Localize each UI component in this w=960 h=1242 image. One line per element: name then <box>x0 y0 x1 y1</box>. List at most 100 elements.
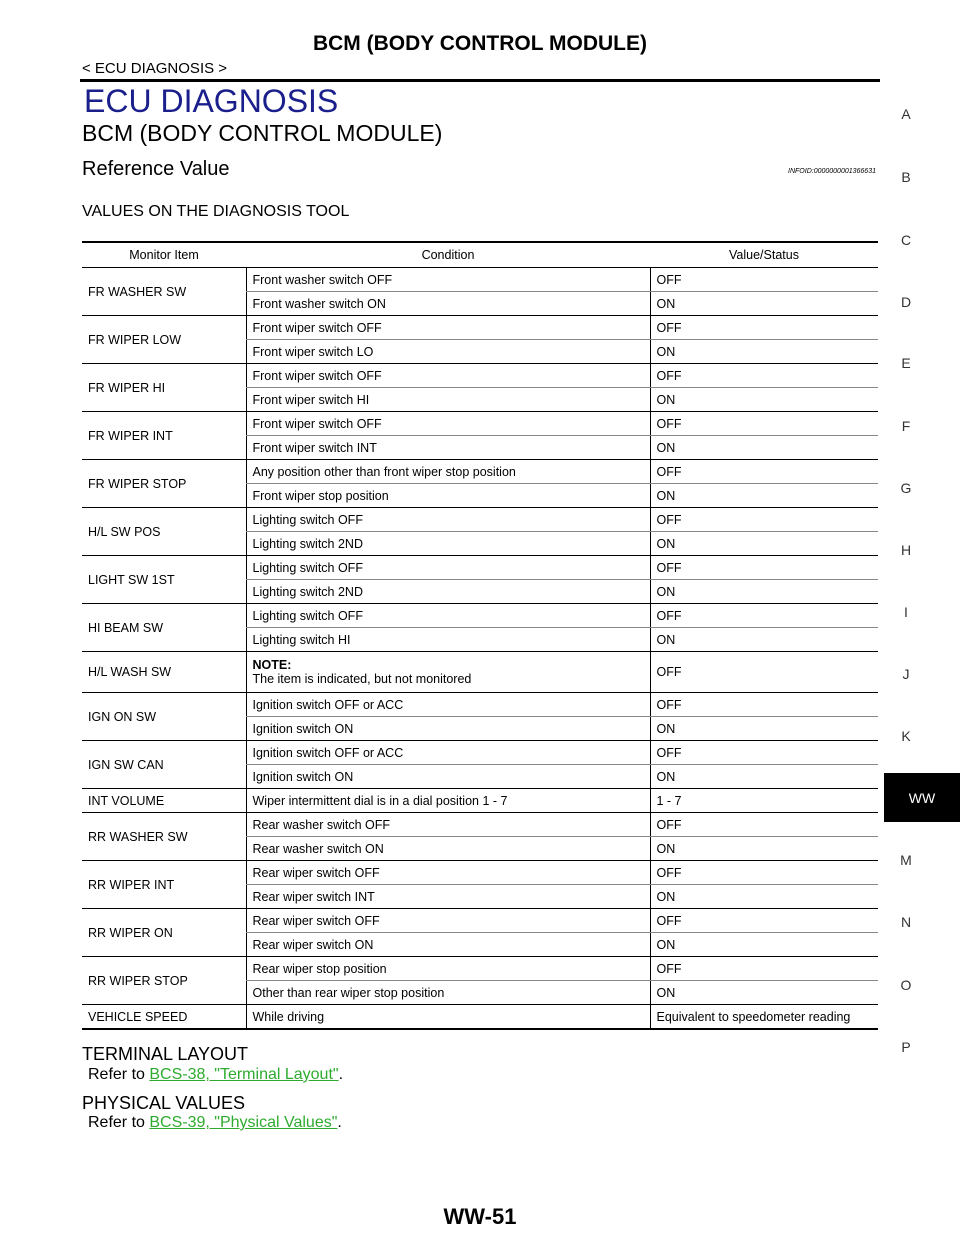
condition: Front wiper switch INT <box>245 435 650 460</box>
value-status: OFF <box>649 411 878 436</box>
side-index-m[interactable]: M <box>900 852 912 868</box>
monitor-item: VEHICLE SPEED <box>82 1004 246 1030</box>
value-status: 1 - 7 <box>649 788 878 813</box>
table-row: Ignition switch ON ON <box>82 716 878 741</box>
page-header-title: BCM (BODY CONTROL MODULE) <box>312 32 648 55</box>
side-index-i[interactable]: I <box>904 604 908 620</box>
terminal-layout-link[interactable]: BCS-38, "Terminal Layout" <box>149 1066 339 1083</box>
table-row: HI BEAM SW Lighting switch OFF OFF <box>82 603 878 652</box>
value-status: ON <box>649 884 878 909</box>
value-status: OFF <box>649 507 878 532</box>
table-row: RR WIPER STOP Rear wiper stop position O… <box>82 956 878 1005</box>
side-index-f[interactable]: F <box>901 418 911 434</box>
table-row: VEHICLE SPEED While driving Equivalent t… <box>82 1004 878 1030</box>
table-row: Front wiper switch INT ON <box>82 435 878 460</box>
sub-title: BCM (BODY CONTROL MODULE) <box>82 120 443 146</box>
side-index-h[interactable]: H <box>900 542 912 558</box>
value-status: OFF <box>649 740 878 765</box>
table-row: Other than rear wiper stop position ON <box>82 980 878 1005</box>
side-index-g[interactable]: G <box>900 480 912 496</box>
value-status: ON <box>649 932 878 957</box>
side-index-o[interactable]: O <box>900 977 912 993</box>
value-status: OFF <box>649 603 878 628</box>
condition: Lighting switch OFF <box>245 507 650 532</box>
monitor-item: IGN SW CAN <box>82 740 246 789</box>
value-status: OFF <box>649 651 878 693</box>
breadcrumb: < ECU DIAGNOSIS > <box>82 60 228 77</box>
section-title: ECU DIAGNOSIS <box>84 83 339 119</box>
condition: Rear wiper stop position <box>245 956 650 981</box>
refer-text: Refer to <box>88 1114 150 1131</box>
table-row: Front wiper switch LO ON <box>82 339 878 364</box>
monitor-item: RR WIPER INT <box>82 860 246 909</box>
value-status: OFF <box>649 363 878 388</box>
condition: Rear washer switch OFF <box>245 812 650 837</box>
value-status: ON <box>649 531 878 556</box>
condition: Lighting switch 2ND <box>245 531 650 556</box>
value-status: ON <box>649 435 878 460</box>
monitor-item: INT VOLUME <box>82 788 246 813</box>
monitor-item: FR WIPER HI <box>82 363 246 412</box>
value-status: OFF <box>649 956 878 981</box>
table-row: Lighting switch 2ND ON <box>82 579 878 604</box>
table-row: INT VOLUME Wiper intermittent dial is in… <box>82 788 878 813</box>
side-index-c[interactable]: C <box>900 232 912 248</box>
condition: Wiper intermittent dial is in a dial pos… <box>245 788 650 813</box>
column-header-value-status: Value/Status <box>650 241 878 268</box>
condition: Rear wiper switch OFF <box>245 860 650 885</box>
table-row: RR WIPER ON Rear wiper switch OFF OFF <box>82 908 878 957</box>
condition: Other than rear wiper stop position <box>245 980 650 1005</box>
condition: Rear wiper switch ON <box>245 932 650 957</box>
table-header-row: Monitor Item Condition Value/Status <box>82 241 878 268</box>
monitor-item: LIGHT SW 1ST <box>82 555 246 604</box>
condition: While driving <box>245 1004 650 1030</box>
table-row: Lighting switch HI ON <box>82 627 878 652</box>
condition: Lighting switch 2ND <box>245 579 650 604</box>
condition: Ignition switch OFF or ACC <box>245 692 650 717</box>
side-index-d[interactable]: D <box>900 294 912 310</box>
monitor-item: IGN ON SW <box>82 692 246 741</box>
table-row: IGN SW CAN Ignition switch OFF or ACC OF… <box>82 740 878 789</box>
side-index-p[interactable]: P <box>901 1039 911 1055</box>
note-text: The item is indicated, but not monitored <box>252 672 472 686</box>
table-row: Rear wiper switch INT ON <box>82 884 878 909</box>
side-index-e[interactable]: E <box>901 355 911 371</box>
value-status: ON <box>649 627 878 652</box>
table-row: H/L WASH SW NOTE: The item is indicated,… <box>82 651 878 693</box>
side-index-k[interactable]: K <box>901 728 911 744</box>
side-index-a[interactable]: A <box>901 106 911 122</box>
condition: Rear wiper switch OFF <box>245 908 650 933</box>
reference-title: Reference Value <box>82 158 230 180</box>
value-status: OFF <box>649 908 878 933</box>
monitor-item: RR WASHER SW <box>82 812 246 861</box>
monitor-item: FR WIPER LOW <box>82 315 246 364</box>
page-number: WW-51 <box>443 1204 517 1229</box>
condition: Ignition switch OFF or ACC <box>245 740 650 765</box>
table-row: FR WIPER INT Front wiper switch OFF OFF <box>82 411 878 460</box>
monitor-item: FR WASHER SW <box>82 267 246 316</box>
monitor-item: HI BEAM SW <box>82 603 246 652</box>
value-status: ON <box>649 387 878 412</box>
table-row: Rear wiper switch ON ON <box>82 932 878 957</box>
table-row: Front washer switch ON ON <box>82 291 878 316</box>
reference-value-table: Monitor Item Condition Value/Status FR W… <box>82 241 878 1030</box>
physical-values-link[interactable]: BCS-39, "Physical Values" <box>149 1114 338 1131</box>
side-index-n[interactable]: N <box>900 914 912 930</box>
table-row: RR WIPER INT Rear wiper switch OFF OFF <box>82 860 878 909</box>
side-index-ww-active[interactable]: WW <box>884 773 960 822</box>
table-row: FR WIPER HI Front wiper switch OFF OFF <box>82 363 878 412</box>
header-divider <box>80 79 880 82</box>
condition: Front wiper switch OFF <box>245 363 650 388</box>
refer-text: Refer to <box>88 1066 150 1083</box>
monitor-item: RR WIPER STOP <box>82 956 246 1005</box>
condition: Front wiper switch HI <box>245 387 650 412</box>
side-index-j[interactable]: J <box>902 666 910 682</box>
side-index-b[interactable]: B <box>901 169 911 185</box>
value-status: ON <box>649 483 878 508</box>
condition-note: NOTE: The item is indicated, but not mon… <box>245 651 650 693</box>
condition: Lighting switch HI <box>245 627 650 652</box>
table-row: Ignition switch ON ON <box>82 764 878 789</box>
table-row: Front wiper stop position ON <box>82 483 878 508</box>
value-status: ON <box>649 980 878 1005</box>
monitor-item: RR WIPER ON <box>82 908 246 957</box>
